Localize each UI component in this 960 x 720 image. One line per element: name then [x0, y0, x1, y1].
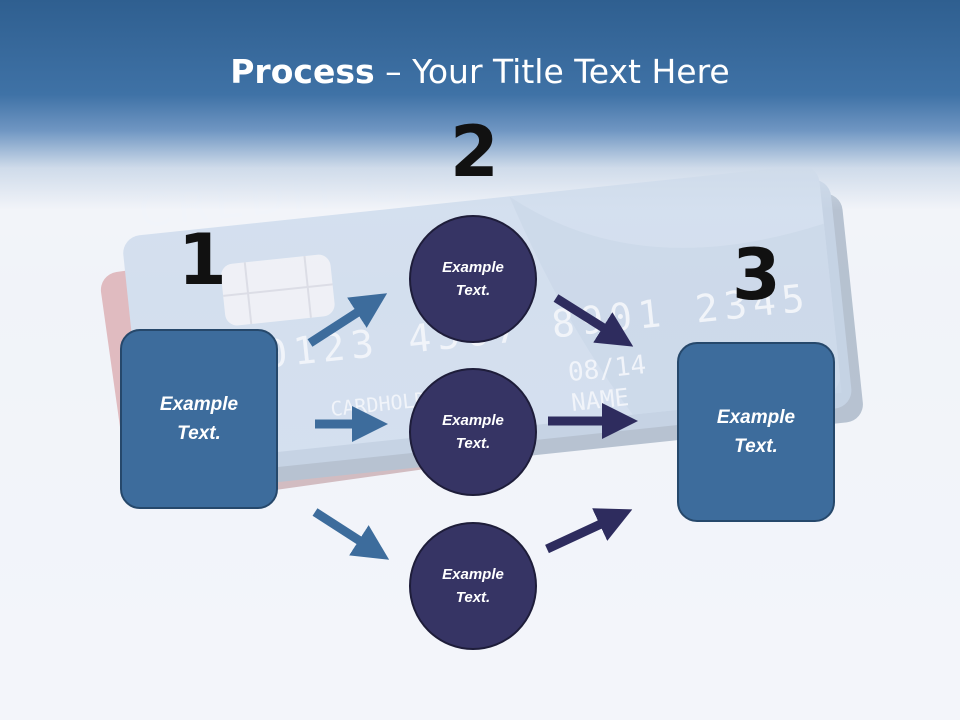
step-number-1: 1	[178, 219, 227, 301]
title-bold: Process	[230, 52, 375, 91]
circle-bottom-line1: Example	[442, 566, 504, 583]
title-rest: – Your Title Text Here	[374, 52, 730, 91]
step-number-2: 2	[450, 111, 499, 193]
step-number-3: 3	[732, 234, 781, 316]
slide-title: Process – Your Title Text Here	[0, 52, 960, 91]
arrow-left-to-bottom	[312, 508, 390, 560]
arrow-bottom-to-right	[545, 508, 633, 554]
arrow-left-to-top	[307, 293, 388, 347]
circle-middle-line2: Text.	[455, 435, 491, 452]
left-box-line2: Text.	[177, 423, 221, 444]
arrow-top-to-right	[553, 294, 634, 347]
left-box-line1: Example	[159, 394, 239, 415]
title-banner	[0, 0, 960, 210]
circle-top-line1: Example	[442, 259, 504, 276]
circle-middle-line1: Example	[442, 412, 504, 429]
right-box-line1: Example	[716, 407, 796, 428]
circle-top-line2: Text.	[455, 282, 491, 299]
circle-bottom-line2: Text.	[455, 589, 491, 606]
right-box-line2: Text.	[734, 436, 778, 457]
